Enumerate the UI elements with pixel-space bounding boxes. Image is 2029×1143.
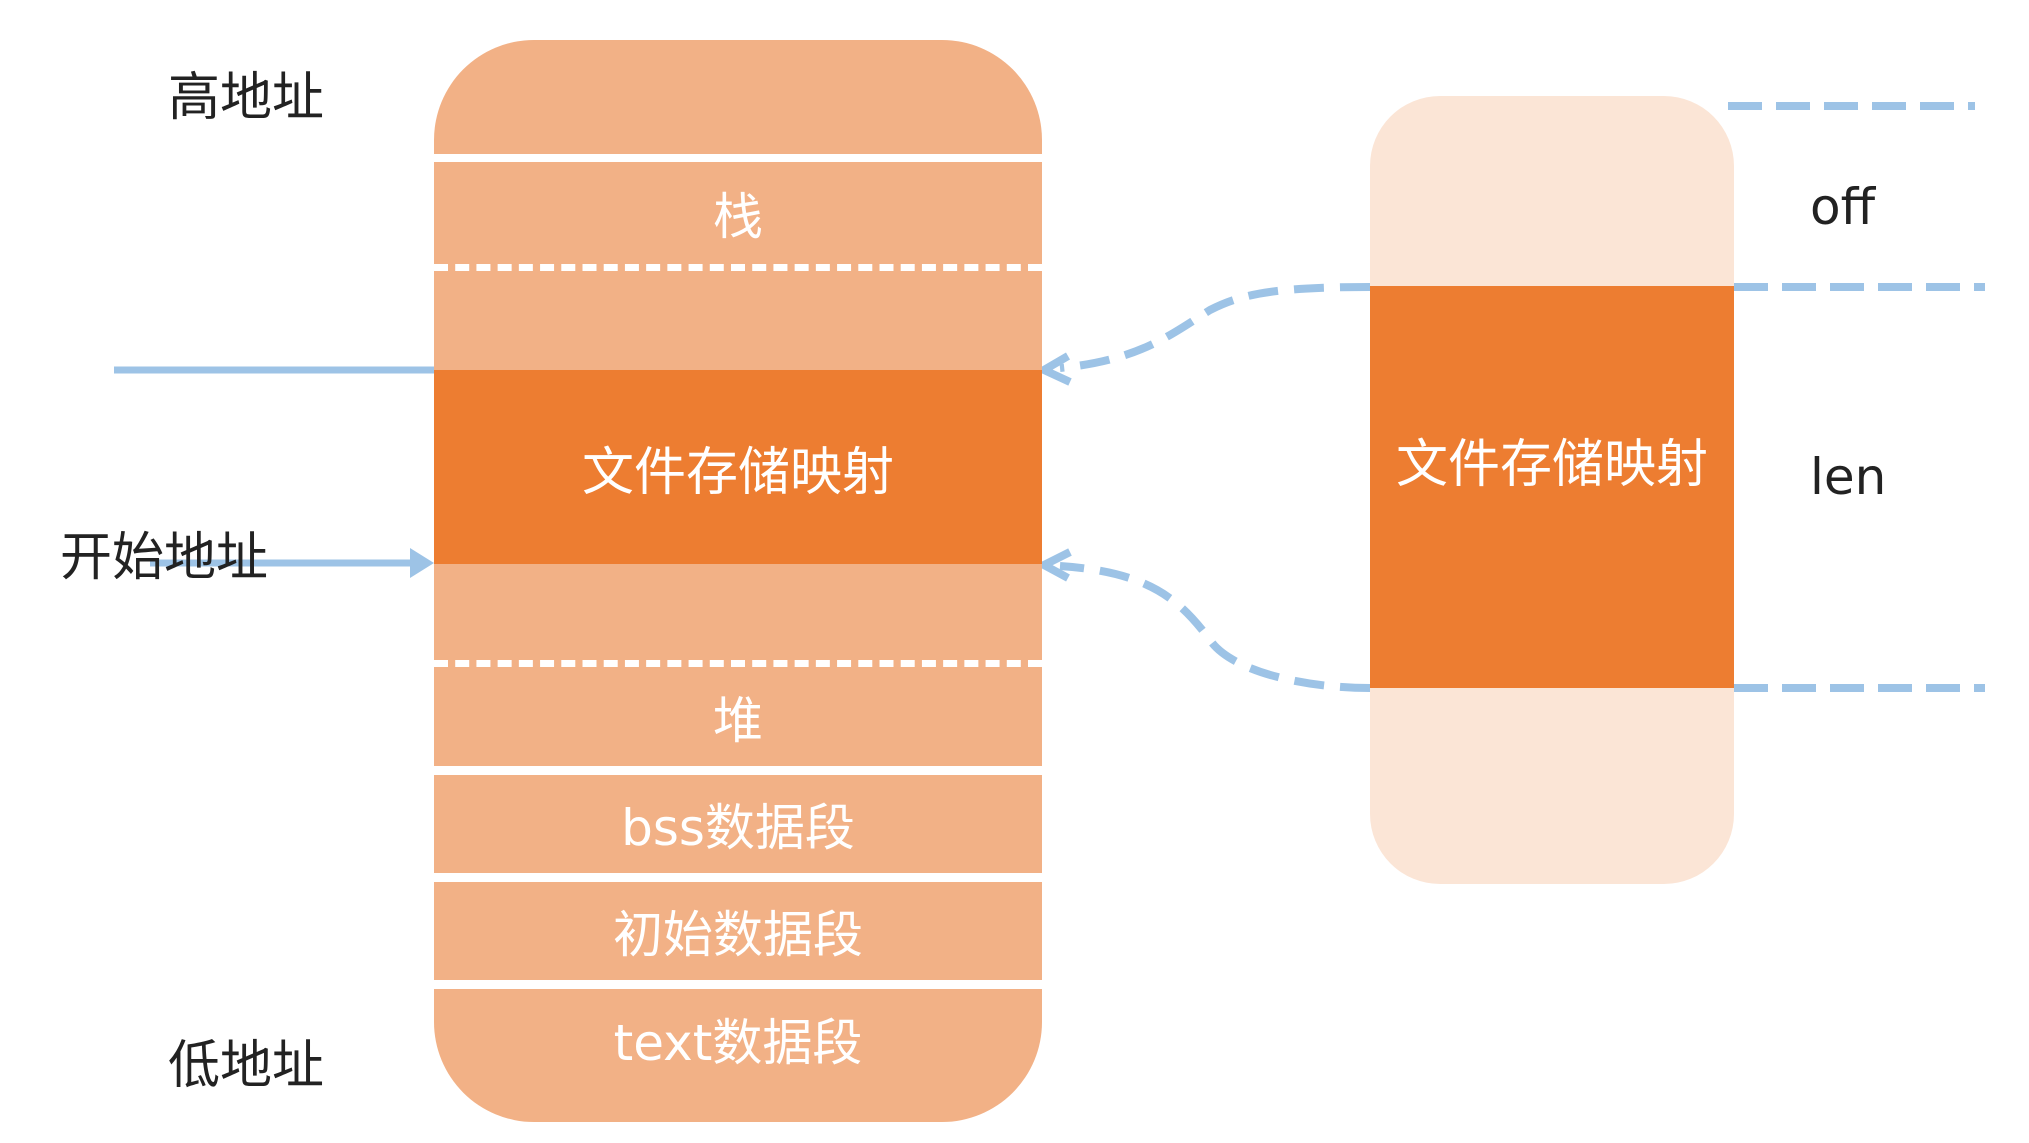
mapping-bottom-arrowhead [1035,548,1072,582]
length-label: len [1810,448,1887,506]
text-segment: text数据段 [613,1014,863,1072]
file-mapping-segment: 文件存储映射 [1370,286,1734,688]
bss-segment: bss数据段 [621,799,855,857]
mapping-top-curve [1059,283,1371,372]
top-segment [434,40,1042,154]
offset-label: off [1810,178,1876,236]
file-column: 文件存储映射 [1370,96,1734,884]
high-address-label: 高地址 [168,68,325,128]
start-address-arrowhead [410,548,434,578]
memory-mapping-segment: 文件存储映射 [434,370,1042,564]
mapping-bottom-curve [1059,562,1371,692]
start-address-label: 开始地址 [60,528,269,588]
heap-growth-gap [434,564,1042,660]
init-data-segment: 初始数据段 [613,906,863,964]
stack-segment: 栈 [713,188,763,246]
mapping-top-arrowhead [1035,352,1072,386]
low-address-label: 低地址 [168,1036,325,1096]
process-memory-column: 栈 文件存储映射 堆 bss数据段 初始数据段 text数据段 [434,40,1042,1122]
stack-growth-gap [434,272,1042,370]
heap-segment: 堆 [713,692,763,750]
